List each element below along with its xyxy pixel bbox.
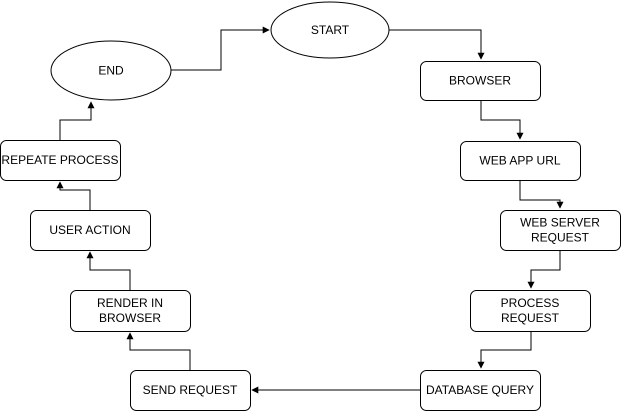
edge-user-action-to-repeate-process	[56, 181, 91, 210]
node-user-action-shape	[30, 210, 151, 251]
edges-layer	[56, 26, 564, 394]
node-start-shape	[270, 1, 390, 59]
edge-browser-to-web-app-url	[480, 100, 524, 140]
node-end-label-line: END	[98, 64, 124, 78]
edge-render-in-browser-to-user-action	[86, 251, 131, 290]
edge-process-request-to-database-query	[477, 331, 532, 369]
node-web-server-request-label-line: WEB SERVER	[520, 216, 600, 230]
node-database-query-label: DATABASE QUERY	[426, 383, 534, 397]
edge-send-request-to-render-in-browser	[126, 332, 191, 370]
node-web-server-request-label-line: REQUEST	[531, 231, 590, 245]
node-end: END	[50, 40, 172, 101]
node-web-app-url-label-line: WEB APP URL	[479, 154, 560, 168]
node-browser: BROWSER	[420, 61, 541, 101]
node-repeate-process-label-line: REPEATE PROCESS	[1, 153, 118, 167]
node-send-request-label-line: SEND REQUEST	[143, 383, 238, 397]
edge-repeate-process-to-end	[59, 101, 95, 140]
node-render-in-browser-shape	[70, 290, 191, 332]
node-browser-shape	[420, 61, 541, 101]
node-browser-label: BROWSER	[449, 74, 511, 88]
node-process-request-label-line: REQUEST	[501, 311, 560, 325]
node-send-request-label: SEND REQUEST	[143, 383, 238, 397]
node-render-in-browser-label-line: BROWSER	[99, 311, 161, 325]
node-database-query-label-line: DATABASE QUERY	[426, 383, 534, 397]
node-end-label: END	[98, 64, 124, 78]
node-repeate-process-shape	[0, 140, 121, 181]
node-web-app-url-shape	[460, 141, 581, 181]
node-web-app-url-label: WEB APP URL	[479, 154, 560, 168]
node-user-action: USER ACTION	[30, 210, 151, 251]
node-start-label: START	[311, 23, 350, 37]
node-user-action-label: USER ACTION	[49, 223, 130, 237]
edge-end-to-start	[171, 26, 270, 71]
node-render-in-browser-label-line: RENDER IN	[97, 296, 163, 310]
node-start-label-line: START	[311, 23, 350, 37]
node-repeate-process-label: REPEATE PROCESS	[1, 153, 118, 167]
node-send-request: SEND REQUEST	[130, 370, 251, 411]
node-end-shape	[50, 40, 172, 101]
node-browser-label-line: BROWSER	[449, 74, 511, 88]
node-start: START	[270, 1, 390, 59]
node-web-app-url: WEB APP URL	[460, 141, 581, 181]
node-process-request-label-line: PROCESS	[501, 296, 560, 310]
edge-web-server-request-to-process-request	[527, 250, 561, 289]
node-user-action-label-line: USER ACTION	[49, 223, 130, 237]
node-process-request-shape	[470, 290, 591, 332]
edge-web-app-url-to-web-server-request	[519, 180, 564, 209]
edge-start-to-browser	[389, 29, 485, 60]
node-repeate-process: REPEATE PROCESS	[0, 140, 121, 181]
node-database-query: DATABASE QUERY	[420, 370, 541, 411]
